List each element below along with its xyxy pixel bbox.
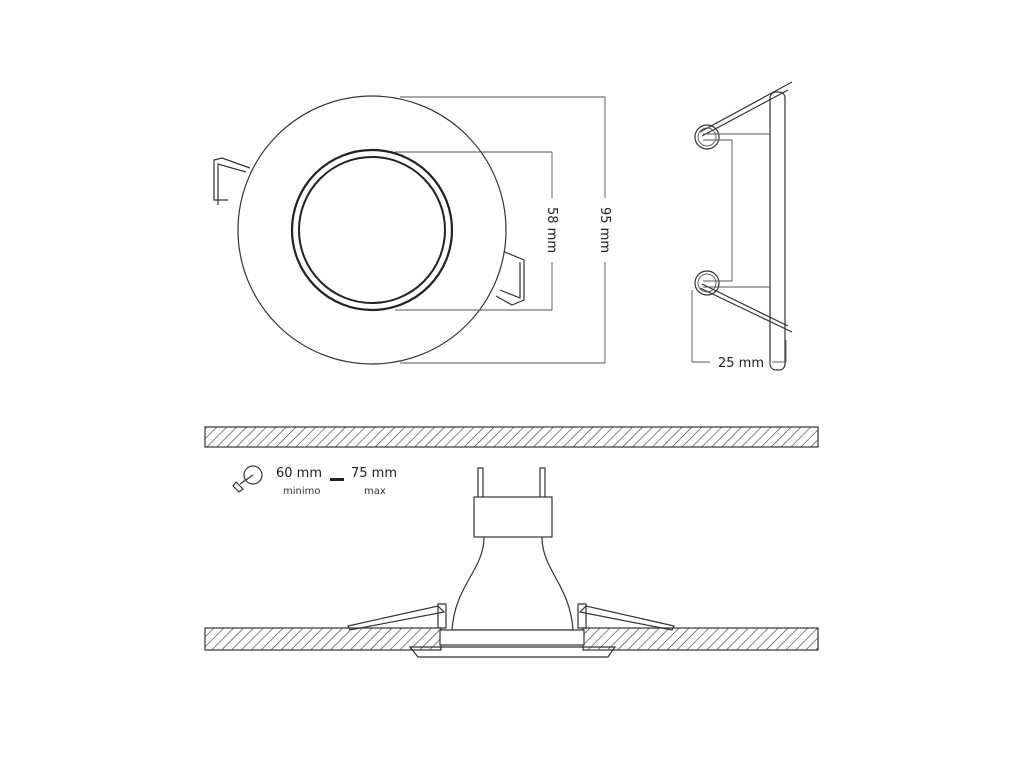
lamp-bulb (451, 467, 574, 631)
left-clip (213, 157, 251, 201)
trim-flange (408, 646, 617, 658)
range-dash (330, 478, 344, 481)
depth-label: 25 mm (718, 356, 764, 371)
spring-coil-bottom (694, 270, 720, 296)
dimension-25mm: 25 mm (691, 290, 787, 371)
spring-coil-top (694, 124, 720, 150)
hole-saw-icon (232, 465, 263, 493)
max-cutout-label: 75 mm (351, 466, 397, 481)
min-cutout-label: 60 mm (276, 466, 322, 481)
spring-clip-right (577, 603, 675, 631)
dimension-95mm: 95 mm (400, 96, 612, 364)
inner-diameter-label: 58 mm (544, 207, 559, 253)
installation-view: 60 mm minimo 75 mm max (204, 426, 819, 658)
max-caption: max (364, 486, 386, 497)
top-view: 58 mm 95 mm (213, 95, 612, 365)
right-clip (495, 249, 525, 306)
outer-diameter-label: 95 mm (597, 207, 612, 253)
lens-opening (298, 156, 446, 304)
fixture-body (408, 629, 617, 658)
ceiling-panel-right (582, 627, 819, 651)
dimension-58mm: 58 mm (395, 151, 559, 311)
min-caption: minimo (283, 486, 321, 497)
ceiling-panel-left (204, 627, 442, 651)
ceiling-slab (204, 426, 819, 448)
bezel-profile (769, 91, 786, 371)
spring-clip-left (347, 603, 447, 631)
side-view: 25 mm (691, 81, 793, 371)
cutout-spec: 60 mm minimo 75 mm max (232, 465, 397, 497)
